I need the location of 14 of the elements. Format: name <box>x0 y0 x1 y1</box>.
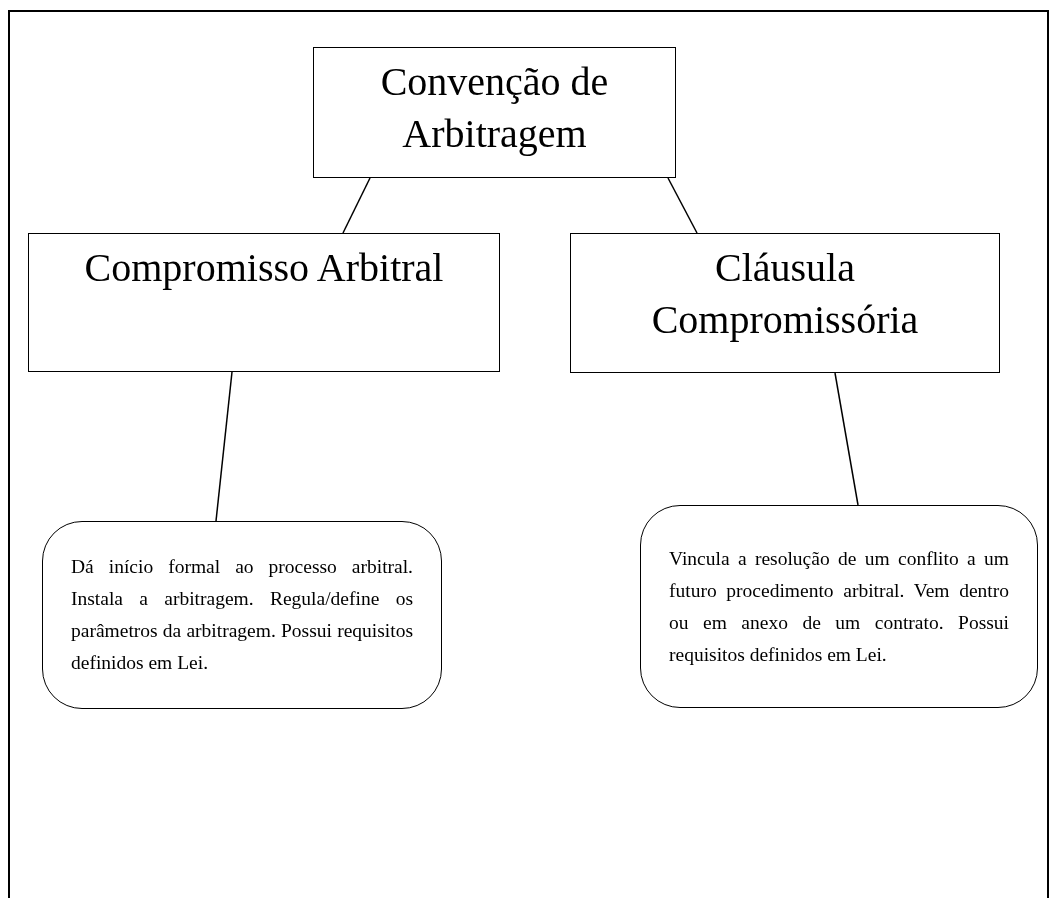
description-text: Dá início formal ao processo arbitral. Instala a arbitragem. Regula/define os parâmetros da arbitragem. Possui requisitos definidos em Lei. <box>71 555 413 675</box>
concept-box <box>570 233 1000 373</box>
connector-line <box>215 371 233 522</box>
rounded-text-box <box>640 505 1038 708</box>
rounded-text-box <box>42 521 442 709</box>
description-text: Vincula a resolução de um conflito a um futuro procedimento arbitral. Vem dentro ou em anexo de um contrato. Possui requisitos definidos em Lei. <box>669 546 1009 667</box>
concept-title: Cláusula Compromissória <box>650 244 920 344</box>
connector-line <box>342 177 371 234</box>
concept-title: Compromisso Arbitral <box>84 244 444 292</box>
connector-line <box>667 177 698 234</box>
concept-title: Convenção de Arbitragem <box>379 58 610 158</box>
connector-line <box>834 372 859 506</box>
concept-box <box>28 233 500 372</box>
concept-box <box>313 47 676 178</box>
